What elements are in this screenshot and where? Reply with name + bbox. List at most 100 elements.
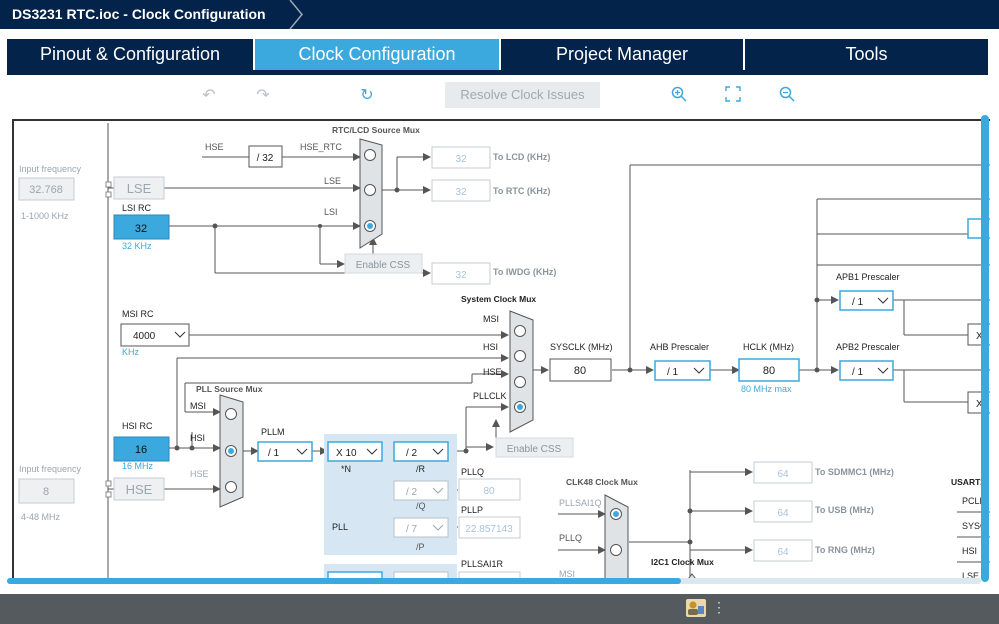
clk48-pllq: PLLQ <box>559 533 582 543</box>
tab-tools[interactable]: Tools <box>745 39 988 70</box>
clk48-mux[interactable] <box>604 494 629 583</box>
pllr-label: /R <box>416 464 426 474</box>
pll-mux-radio-hse[interactable] <box>225 481 237 493</box>
msi-title: MSI RC <box>122 309 154 319</box>
ahb-label: AHB Prescaler <box>650 342 709 352</box>
hse-frequency-field[interactable] <box>18 478 75 504</box>
hse-source-label: HSE <box>126 482 153 497</box>
sys-mux-hse: HSE <box>483 367 502 377</box>
redo-icon[interactable]: ↷ <box>256 87 270 104</box>
to-rng-value: 64 <box>777 547 789 558</box>
hclk-field[interactable] <box>738 358 800 382</box>
fit-icon[interactable] <box>723 86 743 106</box>
sys-mux-radio-hse[interactable] <box>514 376 526 388</box>
tab-pinout[interactable]: Pinout & Configuration <box>7 39 253 70</box>
rtc-mux-radio-hse[interactable] <box>364 149 376 161</box>
pllp-select[interactable] <box>393 517 449 538</box>
status-user-icon[interactable] <box>686 599 706 617</box>
pllr-select[interactable] <box>393 441 449 462</box>
plln-select[interactable] <box>327 441 383 462</box>
lsi-rc-box[interactable] <box>113 214 170 240</box>
hse-div32-box <box>248 145 283 168</box>
rtc-mux-radio-lse[interactable] <box>364 184 376 196</box>
to-lcd-field <box>431 146 491 169</box>
pll-mux-hse: HSE <box>190 469 209 479</box>
chevron-down-icon <box>432 448 444 455</box>
pllq-output-value: 80 <box>483 486 495 497</box>
sys-mux-radio-msi[interactable] <box>514 325 526 337</box>
refresh-icon[interactable]: ↻ <box>360 87 374 104</box>
status-menu-icon[interactable]: ⋮ <box>712 599 726 615</box>
chevron-down-icon <box>432 487 444 494</box>
lse-source-label: LSE <box>127 181 152 196</box>
rtc-enable-css-button[interactable] <box>344 253 423 274</box>
hsi-value: 16 <box>135 444 147 456</box>
sys-enable-css-button[interactable] <box>495 437 574 458</box>
rtc-lsi-label: LSI <box>324 207 338 217</box>
zoom-out-icon[interactable] <box>777 86 797 106</box>
pll-label: PLL <box>332 522 348 532</box>
sys-mux-hsi: HSI <box>483 342 498 352</box>
plln-value: X 10 <box>336 448 357 459</box>
pllp-select-value: / 7 <box>406 524 418 535</box>
tab-project-manager[interactable]: Project Manager <box>501 39 743 70</box>
status-bar <box>0 594 999 624</box>
tab-clock-configuration[interactable]: Clock Configuration <box>255 39 499 70</box>
to-lcd-label: To LCD (KHz) <box>493 152 550 162</box>
hsi-rc-box[interactable] <box>113 436 170 462</box>
hclk-label: HCLK (MHz) <box>743 342 794 352</box>
apb1-value: / 1 <box>852 297 864 308</box>
sysclk-value: 80 <box>574 365 586 377</box>
pllp-output-value: 22.857143 <box>465 524 513 535</box>
chevron-down-icon <box>877 367 889 374</box>
msi-frequency-select[interactable] <box>120 323 190 347</box>
apb1-prescaler-select[interactable] <box>839 290 894 311</box>
pllq-select[interactable] <box>393 480 449 501</box>
lse-frequency-field[interactable] <box>18 177 75 201</box>
vertical-scrollbar[interactable] <box>981 115 989 582</box>
clk48-radio-pllq[interactable] <box>610 544 622 556</box>
pllm-label: PLLM <box>261 427 285 437</box>
pllr-value: / 2 <box>406 448 418 459</box>
chevron-down-icon <box>877 297 889 304</box>
pllp-output-field <box>458 516 521 539</box>
lsi-value: 32 <box>135 223 147 235</box>
pllsai1r-label: PLLSAI1R <box>461 559 504 569</box>
undo-icon[interactable]: ↶ <box>202 87 216 104</box>
to-rtc-label: To RTC (KHz) <box>493 186 550 196</box>
hsi-unit: 16 MHz <box>122 461 154 471</box>
resolve-clock-issues-button[interactable]: Resolve Clock Issues <box>445 82 600 108</box>
to-usb-label: To USB (MHz) <box>815 505 874 515</box>
rtc-hse-label: HSE <box>205 142 224 152</box>
hse-div32-value: / 32 <box>257 153 274 164</box>
ahb-prescaler-select[interactable] <box>654 360 711 381</box>
hse-source-box[interactable] <box>113 477 165 501</box>
pll-mux-msi: MSI <box>190 401 206 411</box>
pll-mux-radio-msi[interactable] <box>225 408 237 420</box>
usart-sysclk: SYSC <box>962 521 987 531</box>
rtc-mux-title: RTC/LCD Source Mux <box>332 125 420 135</box>
chevron-down-icon <box>174 331 186 338</box>
usart-pclk: PCLK <box>962 496 986 506</box>
pllm-select[interactable] <box>257 441 313 462</box>
horizontal-scrollbar-thumb[interactable] <box>7 578 681 584</box>
clock-diagram-canvas[interactable]: Input frequency 32.768 1-1000 KHz LSE LS… <box>12 119 990 583</box>
pllm-value: / 1 <box>268 448 280 459</box>
main-tabs: Pinout & Configuration Clock Configurati… <box>7 39 988 70</box>
sys-enable-css-label: Enable CSS <box>507 444 562 455</box>
to-usb-value: 64 <box>777 508 789 519</box>
lse-frequency-value: 32.768 <box>29 184 63 196</box>
pllp-select-label: /P <box>416 542 425 552</box>
sys-mux-radio-hsi[interactable] <box>514 350 526 362</box>
to-rng-field <box>753 539 813 562</box>
to-rtc-field <box>431 179 491 202</box>
zoom-in-icon[interactable] <box>669 86 689 106</box>
lse-range-label: 1-1000 KHz <box>21 211 69 221</box>
lse-source-box[interactable] <box>113 176 165 200</box>
system-clock-mux[interactable] <box>509 310 534 433</box>
pllq-select-label: /Q <box>416 501 426 511</box>
to-iwdg-label: To IWDG (KHz) <box>493 267 556 277</box>
apb2-x-label: X <box>976 399 983 410</box>
apb2-prescaler-select[interactable] <box>839 360 894 381</box>
sysclk-field <box>549 358 612 382</box>
